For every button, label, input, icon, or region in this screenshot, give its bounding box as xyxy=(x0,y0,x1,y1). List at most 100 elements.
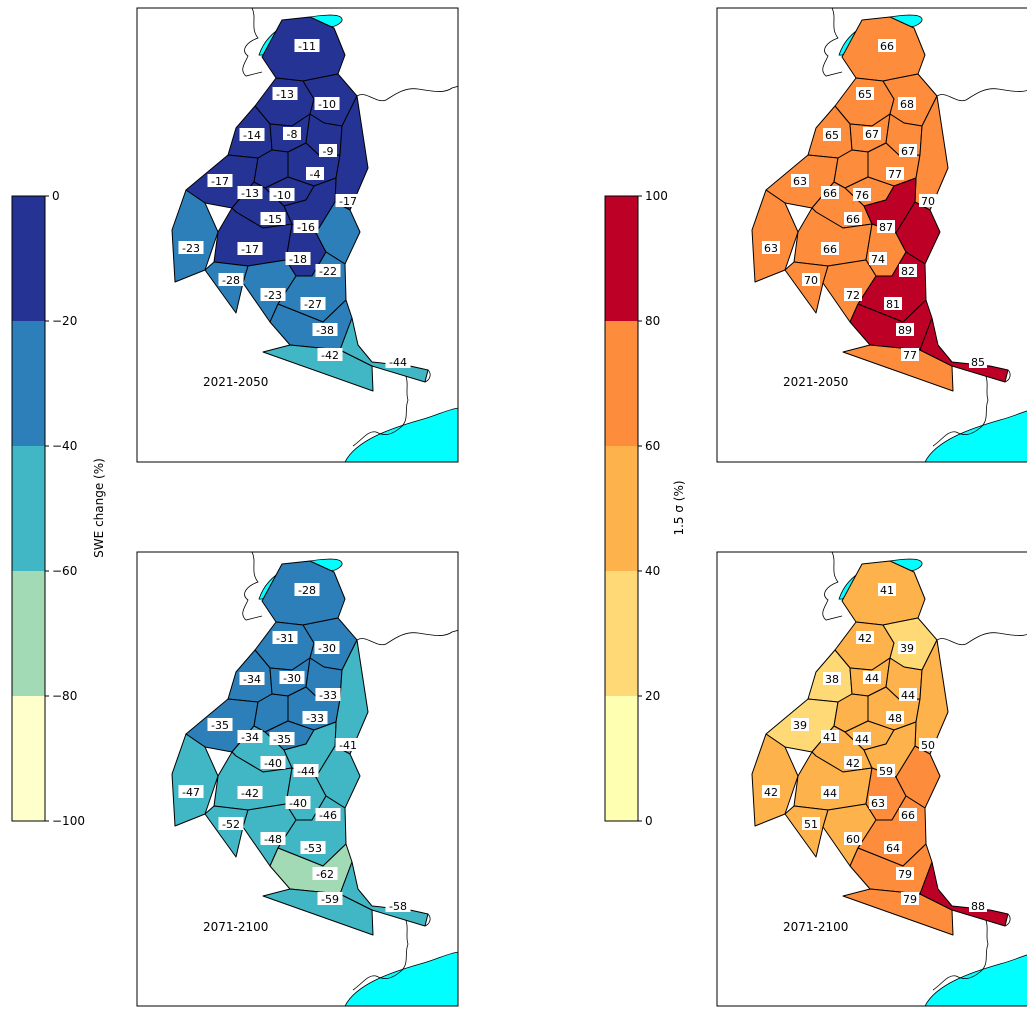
svg-text:64: 64 xyxy=(886,842,900,855)
region-value-label: -14 xyxy=(239,128,265,142)
svg-text:82: 82 xyxy=(901,265,915,278)
region-value-label: 65 xyxy=(856,87,874,101)
svg-text:70: 70 xyxy=(921,195,935,208)
svg-text:-34: -34 xyxy=(243,673,261,686)
svg-text:-28: -28 xyxy=(222,274,240,287)
region-value-label: 88 xyxy=(969,899,987,913)
colorbar-segment xyxy=(605,571,638,696)
region-value-label: -8 xyxy=(283,127,301,141)
region-value-label: -33 xyxy=(302,711,328,725)
svg-text:66: 66 xyxy=(823,243,837,256)
colorbar-segment xyxy=(12,571,45,696)
svg-text:-52: -52 xyxy=(222,818,240,831)
region-value-label: 89 xyxy=(896,323,914,337)
region-value-label: -4 xyxy=(306,167,324,181)
svg-text:-4: -4 xyxy=(310,168,321,181)
region-value-label: -28 xyxy=(294,583,320,597)
region-value-label: -46 xyxy=(315,808,341,822)
svg-text:-47: -47 xyxy=(182,786,200,799)
region-r18 xyxy=(204,805,249,858)
region-value-label: 42 xyxy=(856,631,874,645)
svg-text:70: 70 xyxy=(804,274,818,287)
svg-text:-33: -33 xyxy=(306,712,324,725)
svg-text:67: 67 xyxy=(901,145,915,158)
region-value-label: 42 xyxy=(844,756,862,770)
svg-text:44: 44 xyxy=(865,672,879,685)
svg-text:-16: -16 xyxy=(297,221,315,234)
svg-text:-44: -44 xyxy=(389,356,407,369)
svg-text:-59: -59 xyxy=(321,893,339,906)
region-value-label: 65 xyxy=(823,128,841,142)
region-value-label: -22 xyxy=(315,264,341,278)
svg-text:-17: -17 xyxy=(211,175,229,188)
region-value-label: -42 xyxy=(237,786,263,800)
svg-text:48: 48 xyxy=(888,712,902,725)
water-body xyxy=(924,410,1027,462)
region-value-label: -34 xyxy=(239,672,265,686)
colorbar-swe-segments xyxy=(12,196,45,821)
region-value-label: 66 xyxy=(821,186,839,200)
region-value-label: 87 xyxy=(877,220,895,234)
svg-text:-23: -23 xyxy=(264,289,282,302)
country-border xyxy=(822,552,843,621)
region-value-label: -31 xyxy=(272,631,298,645)
svg-text:87: 87 xyxy=(879,221,893,234)
svg-text:42: 42 xyxy=(764,786,778,799)
region-r18 xyxy=(204,261,249,314)
region-value-label: 44 xyxy=(899,688,917,702)
region-value-label: -52 xyxy=(218,817,244,831)
period-label: 2071-2100 xyxy=(203,920,268,934)
region-value-label: -30 xyxy=(279,671,305,685)
region-value-label: -44 xyxy=(293,764,319,778)
svg-text:76: 76 xyxy=(855,189,869,202)
svg-text:68: 68 xyxy=(900,98,914,111)
colorbar-tick-label: 60 xyxy=(645,439,660,453)
region-r18 xyxy=(784,805,829,858)
region-value-label: 39 xyxy=(898,641,916,655)
country-border xyxy=(936,632,1027,646)
country-border xyxy=(352,371,409,447)
colorbar-tick-label: −20 xyxy=(52,314,77,328)
region-value-label: -13 xyxy=(237,186,263,200)
region-value-label: 67 xyxy=(863,127,881,141)
region-value-label: -44 xyxy=(385,355,411,369)
map-panel-swe-2021-2050: -11-13-10-14-8-9-4-17-13-10-17-15-16-23-… xyxy=(136,7,459,463)
region-value-label: -59 xyxy=(317,892,343,906)
region-value-label: 59 xyxy=(877,764,895,778)
region-value-label: -18 xyxy=(285,252,311,266)
region-value-label: -17 xyxy=(335,194,361,208)
region-value-label: 76 xyxy=(853,188,871,202)
svg-text:88: 88 xyxy=(971,900,985,913)
svg-text:67: 67 xyxy=(865,128,879,141)
region-value-label: -9 xyxy=(319,144,337,158)
svg-text:-41: -41 xyxy=(339,739,357,752)
svg-text:63: 63 xyxy=(793,175,807,188)
svg-text:44: 44 xyxy=(855,733,869,746)
svg-text:39: 39 xyxy=(900,642,914,655)
country-border xyxy=(424,369,431,383)
region-value-label: 66 xyxy=(844,212,862,226)
svg-text:66: 66 xyxy=(823,187,837,200)
country-border xyxy=(424,913,431,927)
svg-text:-17: -17 xyxy=(241,243,259,256)
svg-text:-11: -11 xyxy=(298,40,316,53)
svg-text:79: 79 xyxy=(903,893,917,906)
region-r18 xyxy=(784,261,829,314)
svg-text:-40: -40 xyxy=(289,797,307,810)
region-value-label: -40 xyxy=(285,796,311,810)
colorbar-tick-label: 100 xyxy=(645,189,668,203)
svg-text:-44: -44 xyxy=(297,765,315,778)
region-value-label: -47 xyxy=(178,785,204,799)
svg-text:42: 42 xyxy=(858,632,872,645)
svg-text:-58: -58 xyxy=(389,900,407,913)
country-border xyxy=(352,915,409,991)
region-value-label: -13 xyxy=(272,87,298,101)
country-border xyxy=(242,8,263,77)
colorbar-segment xyxy=(12,196,45,321)
region-value-label: -15 xyxy=(260,212,286,226)
svg-text:-35: -35 xyxy=(211,719,229,732)
colorbar-tick-label: 80 xyxy=(645,314,660,328)
region-value-label: 66 xyxy=(899,808,917,822)
svg-text:44: 44 xyxy=(901,689,915,702)
